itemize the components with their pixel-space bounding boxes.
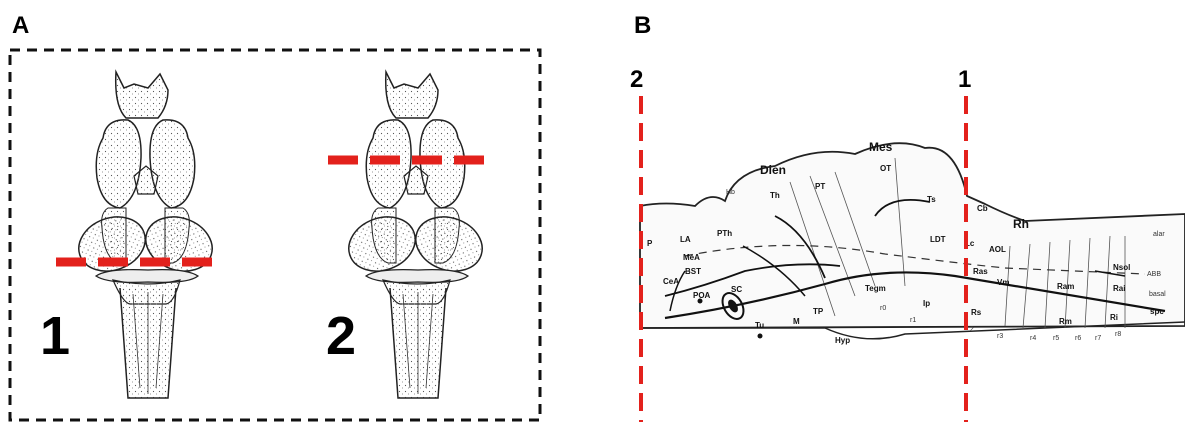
label-tegm: Tegm (865, 284, 886, 293)
label-cea: CeA (663, 277, 679, 286)
panel-b-letter: B (634, 12, 651, 40)
label-poa: POA (693, 291, 711, 300)
label-r3: r3 (997, 333, 1003, 340)
label-nsol: Nsol (1113, 263, 1130, 272)
label-pth: PTh (717, 229, 732, 238)
label-tp: TP (813, 307, 824, 316)
label-bst: BST (685, 267, 701, 276)
label-abb: ABB (1147, 271, 1161, 278)
label-hyp: Hyp (835, 336, 850, 345)
panel-a-figure (8, 48, 568, 424)
label-r2: 2 (970, 326, 974, 333)
label-r0: r0 (880, 305, 886, 312)
label-basal: basal (1149, 291, 1166, 298)
label-ras: Ras (973, 267, 988, 276)
cut-left-label: 2 (630, 66, 643, 94)
label-rh: Rh (1013, 217, 1029, 231)
panel-a-letter: A (12, 12, 29, 40)
label-ot: OT (880, 164, 891, 173)
label-rai: Rai (1113, 284, 1125, 293)
label-pt: PT (815, 182, 825, 191)
brain-dorsal-view-1 (56, 72, 220, 398)
label-r7: r7 (1095, 335, 1101, 342)
label-cb: Cb (977, 204, 988, 213)
label-rm: Rm (1059, 317, 1072, 326)
label-ts: Ts (927, 195, 936, 204)
label-spc: spc (1150, 307, 1164, 316)
label-vm: Vm (997, 278, 1009, 287)
label-r4: r4 (1030, 335, 1036, 342)
label-r5: r5 (1053, 335, 1059, 342)
label-la: LA (680, 235, 691, 244)
label-r1: r1 (910, 317, 916, 324)
label-tu: Tu (755, 321, 764, 330)
label-sc: SC (731, 285, 742, 294)
label-mes: Mes (869, 140, 893, 154)
label-alar: alar (1153, 231, 1165, 238)
label-ip: Ip (923, 299, 930, 308)
label-p: P (647, 239, 653, 248)
label-th: Th (770, 191, 780, 200)
label-m: M (793, 317, 800, 326)
label-r6: r6 (1075, 335, 1081, 342)
brain-1-label: 1 (40, 305, 70, 367)
label-ldt: LDT (930, 235, 946, 244)
label-mea: MeA (683, 253, 700, 262)
label-dien: Dien (760, 163, 786, 177)
label-rs: Rs (971, 308, 982, 317)
label-ram: Ram (1057, 282, 1074, 291)
label-r8: r8 (1115, 331, 1121, 338)
label-aol: AOL (989, 245, 1006, 254)
label-hb: Hb (726, 189, 735, 196)
cut-right-label: 1 (958, 66, 971, 94)
panel-b-sagittal-diagram: Dien Mes Rh OT Ts PT Th Hb PTh P LA MeA … (625, 96, 1185, 426)
brain-2-label: 2 (326, 305, 356, 367)
label-ri: Ri (1110, 313, 1118, 322)
